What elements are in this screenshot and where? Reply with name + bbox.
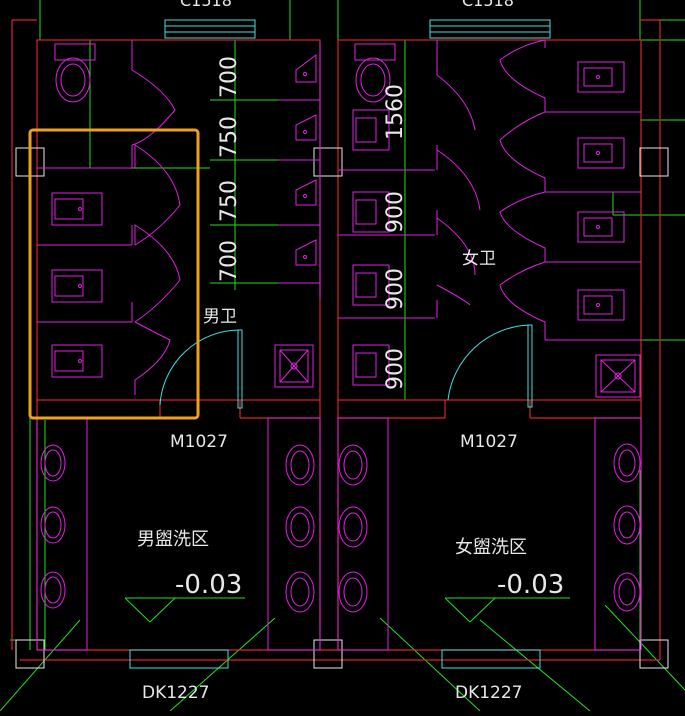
opening-bottom-right <box>441 649 541 669</box>
window-top-left <box>164 19 256 39</box>
level-right: -0.03 <box>497 570 564 600</box>
womens-washroom-label: 女盥洗区 <box>455 537 527 558</box>
window-label-left: C1518 <box>180 0 232 10</box>
dim-900-a: 900 <box>383 191 408 233</box>
dim-750-lower: 750 <box>217 180 242 222</box>
dim-750-upper: 750 <box>217 116 242 158</box>
opening-label-left: DK1227 <box>142 683 210 703</box>
door-label-left: M1027 <box>170 432 228 452</box>
window-label-right: C1518 <box>462 0 514 10</box>
opening-label-right: DK1227 <box>455 683 523 703</box>
selection-highlight[interactable] <box>28 128 200 420</box>
dim-700-bottom: 700 <box>217 240 242 282</box>
dim-700-top: 700 <box>217 56 242 98</box>
mens-toilet-label: 男卫 <box>203 307 237 327</box>
dim-900-c: 900 <box>383 348 408 390</box>
dim-900-b: 900 <box>383 268 408 310</box>
structural-columns <box>15 147 669 669</box>
door-swings <box>159 324 533 409</box>
womens-toilet-label: 女卫 <box>462 249 496 269</box>
dim-1560: 1560 <box>383 84 408 140</box>
mens-fixtures <box>36 40 321 651</box>
window-top-right <box>429 19 551 39</box>
mens-washroom-label: 男盥洗区 <box>137 529 209 550</box>
womens-fixtures <box>337 39 642 651</box>
door-label-right: M1027 <box>460 432 518 452</box>
opening-bottom-left <box>129 649 229 669</box>
level-left: -0.03 <box>175 570 242 600</box>
